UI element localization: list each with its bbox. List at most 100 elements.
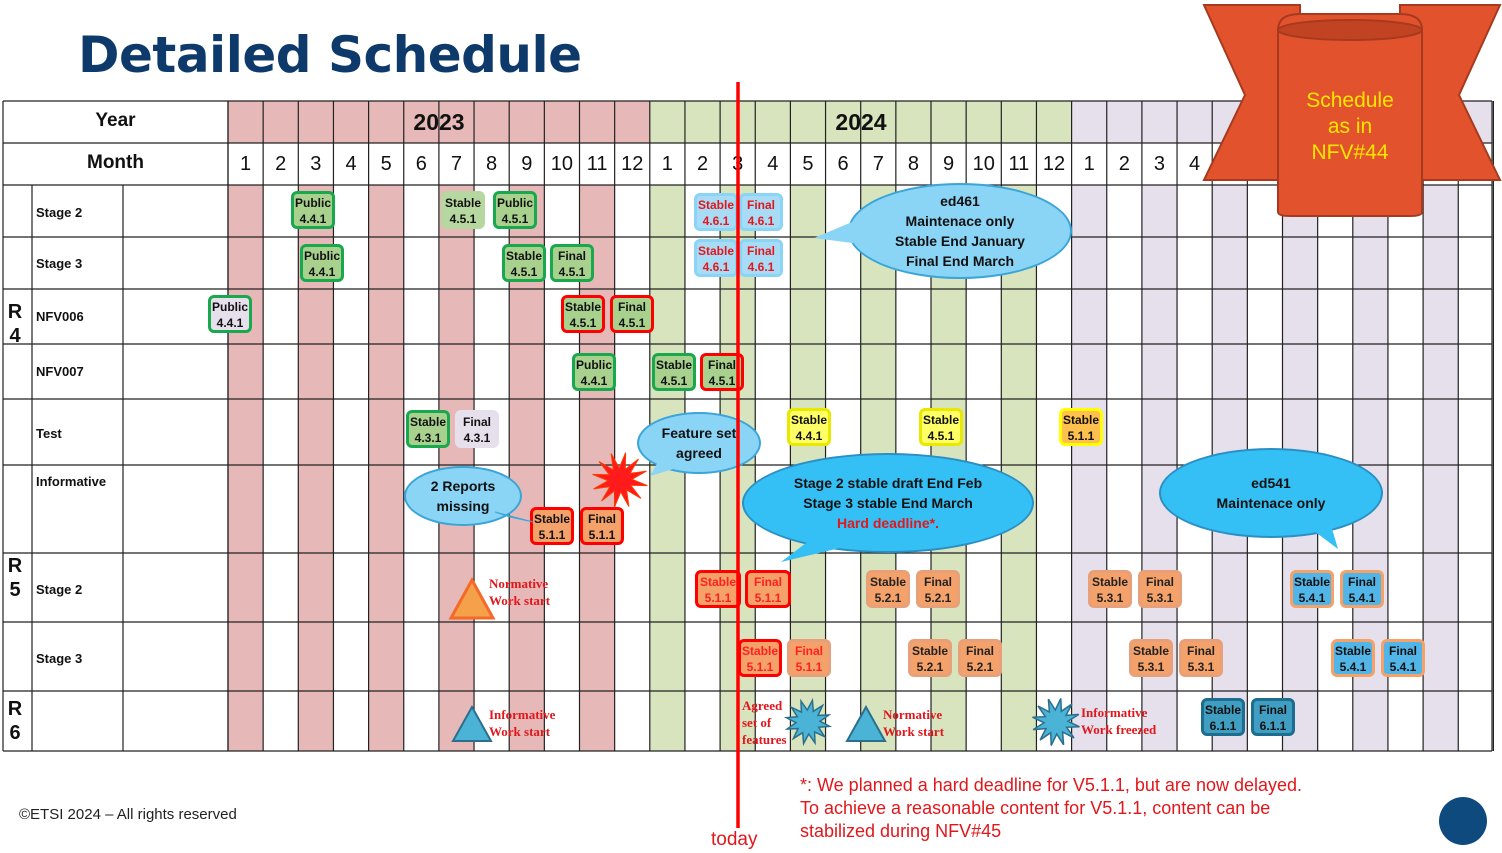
milestone-kind: Stable [697,244,734,258]
milestone-version: 4.3.1 [414,431,442,445]
month-cell: 7 [872,152,884,175]
month-cell: 6 [415,152,427,175]
milestone-box: Stable 6.1.1 [1201,698,1245,736]
month-cell: 10 [972,152,995,175]
row-nfv006: NFV006 [36,309,84,324]
month-cell: 2 [1118,152,1130,175]
milestone-version: 4.5.1 [927,429,955,443]
milestone-version: 4.4.1 [308,265,336,279]
milestone-kind: Stable [697,198,734,212]
milestone-version: 5.2.1 [916,660,944,674]
milestone-kind: Final [707,358,736,372]
milestone-version: 4.5.1 [501,212,529,226]
milestone-box: Stable 4.4.1 [787,408,831,446]
milestone-box: Stable 5.2.1 [908,639,952,677]
milestone-version: 5.4.1 [1348,591,1376,605]
milestone-kind: Final [753,575,782,589]
milestone-kind: Public [294,196,331,210]
copyright: ©ETSI 2024 – All rights reserved [19,806,237,823]
month-cell: 8 [486,152,498,175]
milestone-kind: Stable [1293,575,1330,589]
milestone-kind: Public [496,196,533,210]
month-cell: 5 [1224,152,1236,175]
milestone-kind: Stable [1204,703,1241,717]
month-cell: 12 [621,152,644,175]
milestone-kind: Stable [699,575,736,589]
milestone-version: 4.4.1 [795,429,823,443]
month-cell: 6 [1259,152,1271,175]
milestone-kind: Final [557,249,586,263]
month-cell: 4 [1189,152,1201,175]
milestone-version: 4.6.1 [747,260,775,274]
month-cell: 9 [943,152,955,175]
milestone-version: 6.1.1 [1259,719,1287,733]
milestone-version: 4.6.1 [702,214,730,228]
milestone-box: Final 4.5.1 [550,244,594,282]
milestone-version: 4.5.1 [558,265,586,279]
milestone-version: 5.4.1 [1298,591,1326,605]
milestone-version: 4.4.1 [299,212,327,226]
month-cell: 5 [380,152,392,175]
month-cell: 10 [550,152,574,175]
milestone-kind: Final [1258,703,1287,717]
month-cell: 9 [521,152,533,175]
month-cell: 5 [802,152,814,175]
milestone-box: Final 4.3.1 [455,410,499,448]
milestone-version: 6.1.1 [1209,719,1237,733]
milestone-version: 5.4.1 [1339,660,1367,674]
month-cell: 4 [345,152,357,175]
milestone-kind: Final [587,512,616,526]
milestone-kind: Final [462,415,491,429]
milestone-kind: Stable [655,358,692,372]
milestone-kind: Stable [1062,413,1099,427]
milestone-kind: Final [617,300,646,314]
month-cell: 3 [310,152,322,175]
milestone-kind: Public [211,300,248,314]
milestone-kind: Stable [869,575,906,589]
milestone-box: Stable 5.2.1 [866,570,910,608]
year-2023: 2023 [413,108,465,135]
milestone-kind: Stable [564,300,601,314]
month-header: Month [87,152,144,173]
milestone-kind: Stable [911,644,948,658]
month-cell: 11 [586,152,608,175]
milestone-version: 5.1.1 [795,660,823,674]
milestone-kind: Final [923,575,952,589]
milestone-version: 5.2.1 [874,591,902,605]
milestone-kind: Stable [790,413,827,427]
month-cell: 12 [1464,152,1487,175]
milestone-kind: Final [1186,644,1215,658]
milestone-version: 5.1.1 [746,660,774,674]
milestone-box: Final 5.1.1 [580,507,624,545]
month-cell: 4 [767,152,779,175]
milestone-version: 4.3.1 [463,431,491,445]
milestone-version: 5.1.1 [1067,429,1095,443]
milestone-version: 5.1.1 [588,528,616,542]
